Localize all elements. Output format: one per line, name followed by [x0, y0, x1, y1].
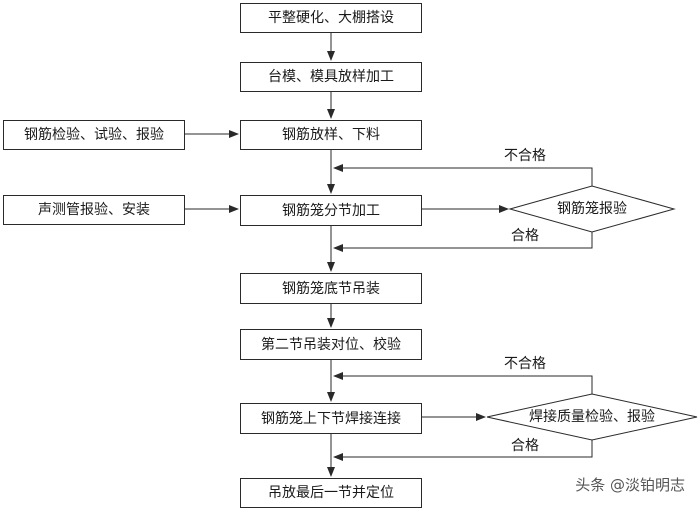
input-label: 声测管报验、安装: [38, 202, 150, 218]
watermark-text: 头条 @淡铂明志: [575, 476, 685, 494]
step-second-segment-alignment: 第二节吊装对位、校验: [240, 329, 422, 360]
arrow-pass-2: [333, 440, 593, 461]
check-cage-label: 钢筋笼报验: [557, 201, 627, 217]
arrow-fail-2: [333, 372, 593, 394]
step-label: 钢筋放样、下料: [282, 127, 380, 143]
edge-label-fail-1: 不合格: [504, 148, 546, 164]
step-site-preparation: 平整硬化、大棚搭设: [240, 3, 422, 33]
check-cage-diamond: [508, 185, 676, 233]
step-rebar-layout-cutting: 钢筋放样、下料: [240, 120, 422, 150]
step-label: 平整硬化、大棚搭设: [268, 10, 394, 26]
step-bottom-segment-hoisting: 钢筋笼底节吊装: [240, 273, 422, 304]
input-label: 钢筋检验、试验、报验: [24, 127, 164, 143]
step-label: 台模、模具放样加工: [268, 69, 394, 85]
step-cage-segment-fabrication: 钢筋笼分节加工: [240, 195, 422, 226]
edge-label-pass-2: 合格: [511, 438, 539, 454]
step-label: 吊放最后一节并定位: [268, 485, 394, 501]
arrow-pass-1: [333, 232, 593, 252]
edge-label-fail-2: 不合格: [504, 356, 546, 372]
step-label: 钢筋笼底节吊装: [282, 280, 380, 297]
step-label: 钢筋笼上下节焊接连接: [261, 410, 401, 427]
check-weld-diamond: [486, 393, 698, 441]
step-label: 第二节吊装对位、校验: [261, 336, 401, 353]
step-formwork-layout: 台模、模具放样加工: [240, 62, 422, 92]
input-sonic-pipe: 声测管报验、安装: [3, 195, 185, 225]
check-weld-label: 焊接质量检验、报验: [529, 409, 655, 425]
arrow-fail-1: [333, 164, 593, 186]
edge-label-pass-1: 合格: [511, 228, 539, 244]
step-segment-welding: 钢筋笼上下节焊接连接: [240, 403, 422, 434]
step-label: 钢筋笼分节加工: [282, 202, 380, 219]
step-final-segment-positioning: 吊放最后一节并定位: [240, 478, 422, 508]
input-rebar-inspection: 钢筋检验、试验、报验: [3, 120, 185, 150]
